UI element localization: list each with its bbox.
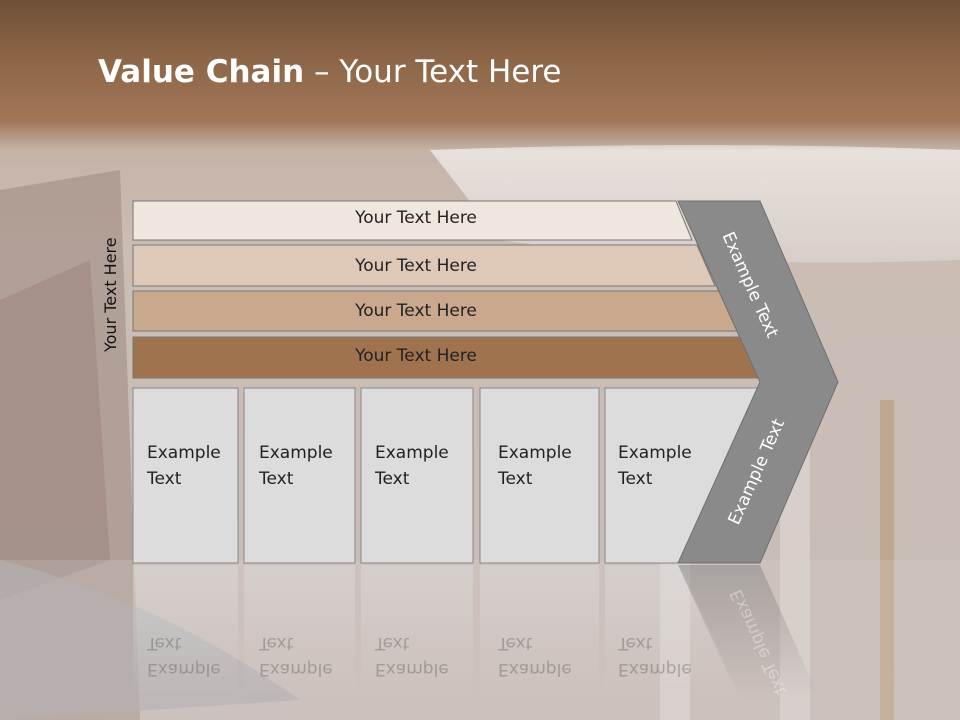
support-row-2-label: Your Text Here: [355, 256, 477, 276]
margin-chevron[interactable]: [677, 200, 839, 564]
primary-cell-2[interactable]: [243, 387, 356, 564]
support-row-1[interactable]: [132, 200, 693, 241]
support-row-4-label: Your Text Here: [355, 346, 477, 366]
title-bar: [0, 0, 960, 150]
primary-cell-4[interactable]: [479, 387, 600, 564]
chevron-reflection: [678, 565, 820, 700]
support-row-3-label: Your Text Here: [355, 301, 477, 321]
support-row-2[interactable]: [132, 244, 716, 287]
support-row-1-label: Your Text Here: [355, 208, 477, 228]
cell-reflection-1: [133, 565, 238, 695]
primary-cell-3[interactable]: [360, 387, 474, 564]
cell-reflection-4: [480, 565, 599, 695]
slide-title: Value Chain – Your Text Here: [98, 54, 562, 90]
cell-reflection-3: [361, 565, 473, 695]
cell-reflection-5: [605, 565, 740, 695]
cell-reflection-2: [244, 565, 355, 695]
primary-cell-1[interactable]: [132, 387, 239, 564]
